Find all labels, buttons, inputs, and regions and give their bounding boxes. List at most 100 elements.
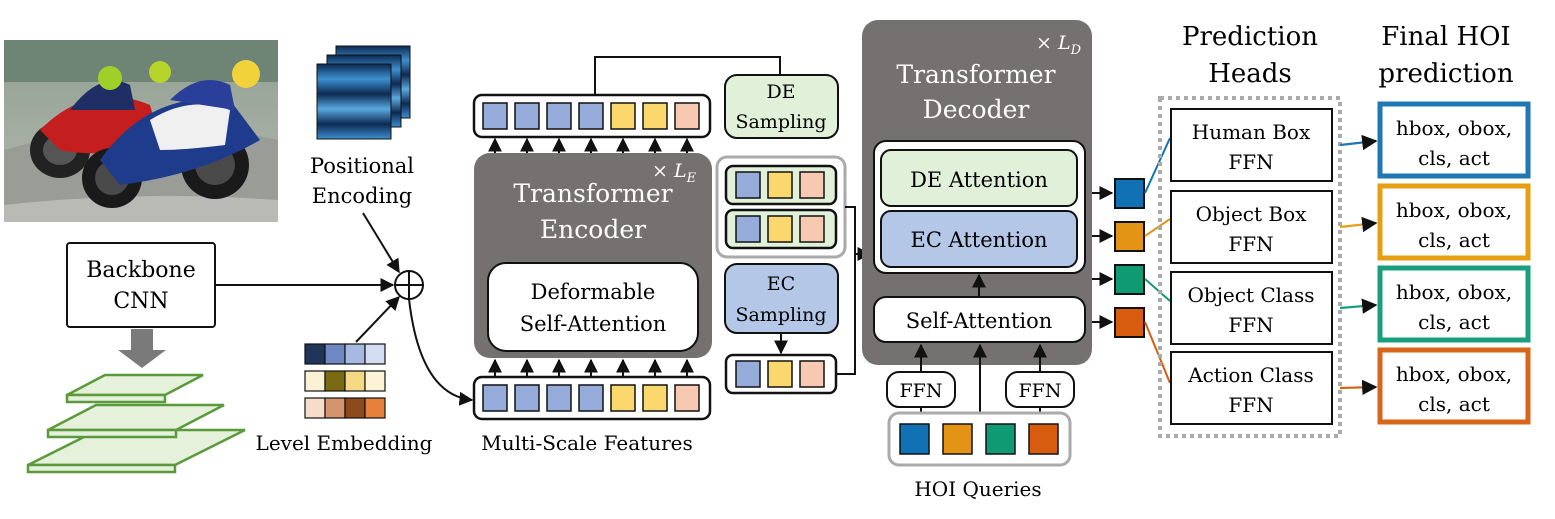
prediction-heads-title-1: Prediction	[1182, 22, 1318, 52]
level-embedding-label: Level Embedding	[256, 431, 433, 455]
level-embedding-cell	[304, 397, 326, 419]
level-embedding-cell	[324, 397, 346, 419]
sampled-tokens	[735, 171, 825, 243]
final-prediction-label: cls, act	[1418, 228, 1490, 252]
query-ffn-right-label: FFN	[1019, 380, 1062, 402]
head-to-final-arrow	[1339, 216, 1378, 233]
final-prediction-box	[1377, 101, 1531, 179]
ec-to-decoder-line	[836, 254, 856, 375]
deformable-label-2: Self-Attention	[520, 312, 667, 336]
ec-attention-label: EC Attention	[910, 228, 1047, 252]
ec-sampling-label-2: Sampling	[735, 304, 826, 326]
token-to-head-line	[1144, 137, 1171, 194]
backbone-down-arrow	[118, 329, 166, 368]
decoder-title-1: Transformer	[896, 60, 1055, 89]
de-attention-label: DE Attention	[910, 168, 1048, 192]
final-prediction-label: hbox, obox,	[1396, 280, 1512, 304]
head-to-final-arrow	[1339, 134, 1378, 151]
deformable-label-1: Deformable	[531, 280, 656, 304]
self-attention-box	[873, 296, 1086, 343]
final-prediction-label: cls, act	[1418, 392, 1490, 416]
encoder-repeat-label: × LE	[652, 160, 697, 186]
final-prediction-boxes: hbox, obox, cls, act hbox, obox, cls, act hb…	[1339, 101, 1531, 425]
backbone-label-1: Backbone	[86, 258, 195, 283]
decoder-title-2: Decoder	[923, 95, 1030, 124]
decoder-output-token	[1114, 264, 1145, 295]
feature-token	[578, 102, 604, 130]
sampled-token	[735, 360, 761, 388]
sampled-token	[735, 215, 761, 243]
query-ffn-left-label: FFN	[900, 380, 943, 402]
feature-token	[674, 102, 700, 130]
de-sampling-label-2: Sampling	[735, 111, 826, 133]
final-prediction-box	[1377, 347, 1531, 425]
head-to-final-arrow	[1339, 379, 1378, 396]
ec-output-tokens	[735, 360, 825, 388]
final-prediction-box	[1377, 183, 1531, 261]
sampled-token	[799, 171, 825, 199]
positional-encoding-label-1: Positional	[310, 154, 414, 178]
feature-token	[642, 102, 668, 130]
encoder-output-tokens	[482, 102, 700, 130]
self-attention-label: Self-Attention	[906, 309, 1053, 333]
prediction-head-label: Object Box	[1196, 202, 1308, 226]
positional-encoding-label-2: Encoding	[312, 184, 412, 208]
prediction-heads-title-2: Heads	[1208, 59, 1292, 89]
feature-token	[482, 102, 508, 130]
level-embedding-cell	[324, 370, 346, 392]
sampled-token	[799, 215, 825, 243]
sum-node	[394, 270, 424, 300]
de-sampling-label-1: DE	[766, 81, 795, 103]
level-embedding-cell	[344, 397, 366, 419]
feature-token	[610, 384, 636, 412]
final-prediction-label: cls, act	[1418, 146, 1490, 170]
feature-token	[546, 102, 572, 130]
de-sampling-box	[724, 74, 839, 139]
prediction-head-label: FFN	[1228, 313, 1273, 337]
feature-token	[482, 384, 508, 412]
feature-token	[546, 384, 572, 412]
decoder-output-token	[1114, 307, 1145, 338]
multi-scale-features-label: Multi-Scale Features	[481, 431, 692, 455]
prediction-head-label: FFN	[1228, 150, 1273, 174]
backbone-cnn-box	[66, 242, 216, 328]
final-prediction-label: hbox, obox,	[1396, 198, 1512, 222]
feature-token	[674, 384, 700, 412]
feature-token	[610, 102, 636, 130]
feature-token	[578, 384, 604, 412]
sampled-token	[767, 215, 793, 243]
final-prediction-label: hbox, obox,	[1396, 116, 1512, 140]
level-embedding-cell	[304, 370, 326, 392]
prediction-head-label: Action Class	[1187, 363, 1314, 387]
hoi-query-tokens	[899, 423, 1059, 455]
hoi-query-token	[1028, 423, 1059, 455]
level-embedding-cell	[304, 343, 326, 365]
final-prediction-title-2: prediction	[1378, 59, 1513, 89]
feature-token	[514, 102, 540, 130]
input-photo	[4, 40, 278, 222]
hoi-query-token	[942, 423, 973, 455]
level-embedding-cell	[344, 370, 366, 392]
feature-token	[514, 384, 540, 412]
levelemb-to-sum-arrow	[355, 295, 400, 343]
sampled-token	[767, 360, 793, 388]
prediction-heads-frame	[1158, 96, 1342, 438]
prediction-head-label: FFN	[1228, 232, 1273, 256]
level-embedding-cell	[324, 343, 346, 365]
encoder-to-de-sampling-line	[594, 56, 781, 95]
feature-pyramid-planes	[26, 373, 246, 474]
hoi-queries-frame	[887, 411, 1072, 467]
decoder-repeat-label: × LD	[1036, 32, 1082, 58]
level-embedding-cell	[364, 397, 386, 419]
token-to-head-line	[1144, 218, 1171, 237]
prediction-head-box	[1170, 190, 1333, 264]
sampled-token	[767, 171, 793, 199]
prediction-head-box	[1170, 351, 1333, 425]
prediction-head-label: Object Class	[1188, 283, 1315, 307]
decoder-output-token	[1114, 178, 1145, 209]
ec-attention-box	[880, 210, 1078, 268]
decoder-output-tokens	[1092, 137, 1171, 384]
multi-scale-tokens	[482, 384, 700, 412]
